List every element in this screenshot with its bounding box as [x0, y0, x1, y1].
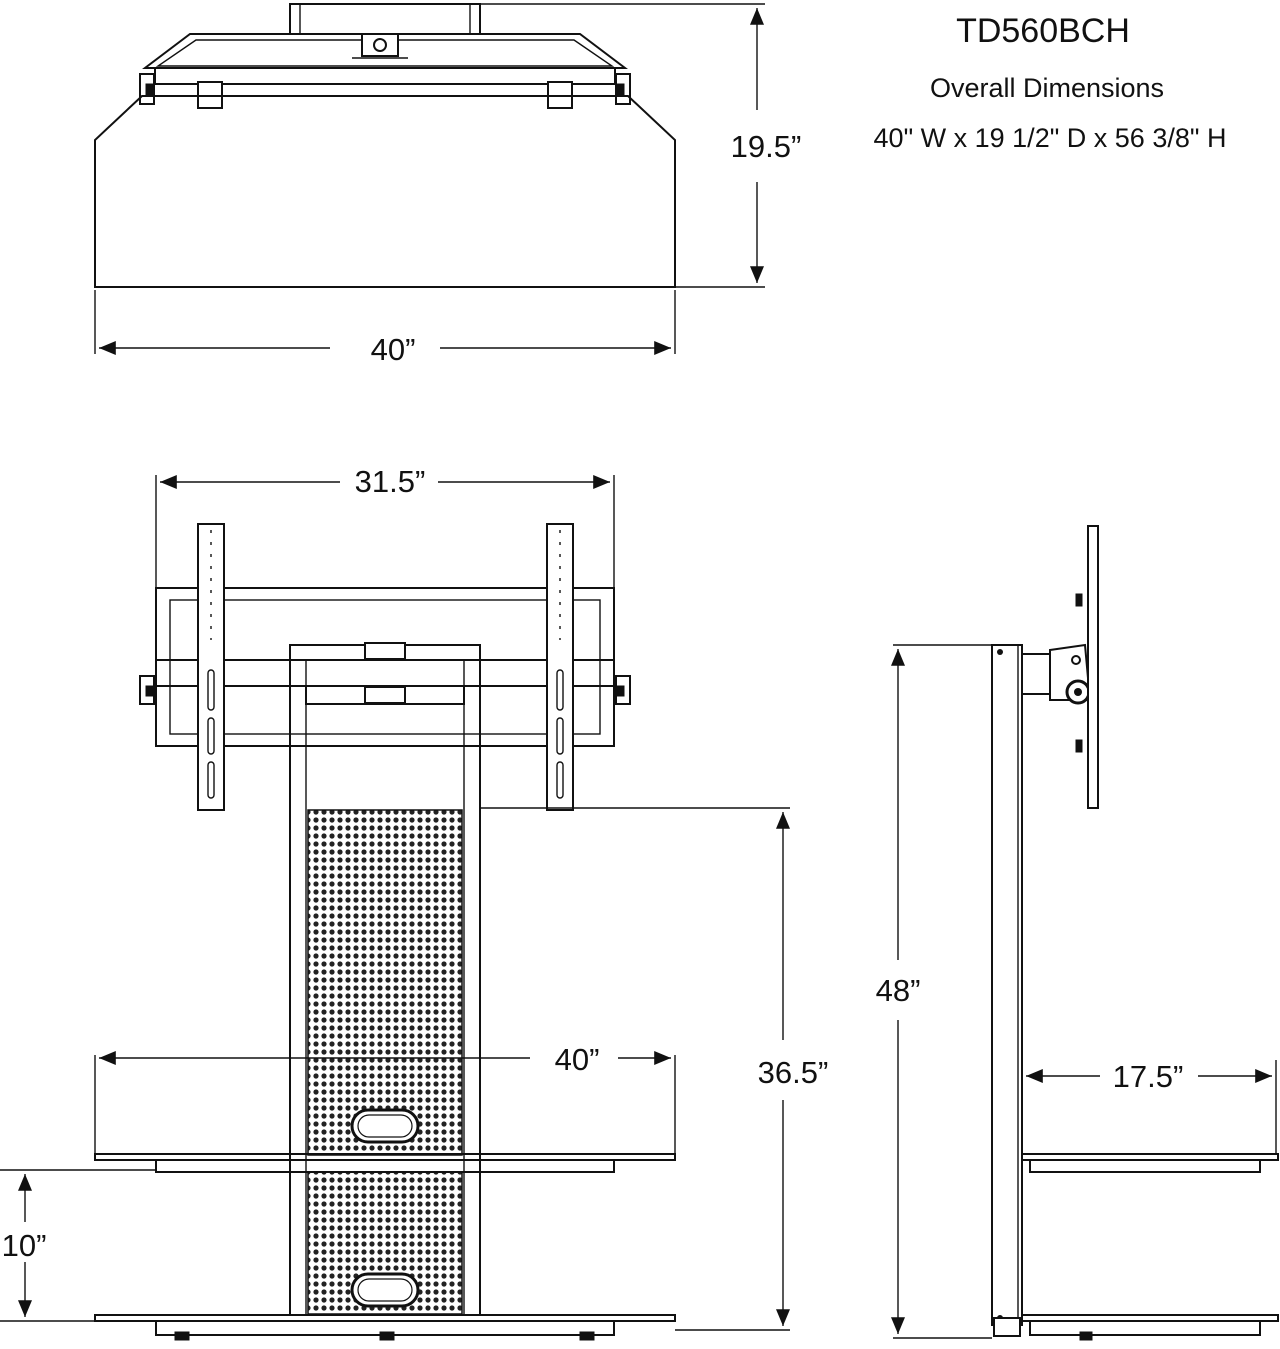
front-shelf-width-label: 40” [555, 1042, 600, 1077]
side-tv-plate [1087, 525, 1099, 809]
upper-mesh-panel [307, 809, 463, 1156]
front-view: 31.5” [0, 464, 829, 1341]
top-shelf-outline [94, 95, 676, 288]
mount-bracket-outline [142, 33, 628, 69]
top-view: 19.5” 40” [94, 3, 802, 367]
model-number: TD560BCH [956, 12, 1130, 50]
mount-frame-outline [155, 587, 615, 747]
overall-dimensions-value: 40" W x 19 1/2" D x 56 3/8" H [874, 123, 1227, 153]
side-shelf-depth-label: 17.5” [1113, 1059, 1184, 1094]
front-mount-width-label: 31.5” [355, 464, 426, 499]
top-width-label: 40” [371, 332, 416, 367]
overall-dimensions-title: Overall Dimensions [930, 73, 1164, 103]
front-shelf-gap-label: 10” [2, 1228, 47, 1263]
column-top-outline [289, 3, 481, 35]
side-mount-arm [1021, 653, 1051, 695]
right-vesa-rail [546, 523, 574, 811]
side-view: 48” 17.5” [876, 525, 1279, 1341]
side-height-label: 48” [876, 973, 921, 1008]
top-depth-label: 19.5” [731, 129, 802, 164]
left-vesa-rail [197, 523, 225, 811]
front-height-label: 36.5” [758, 1055, 829, 1090]
